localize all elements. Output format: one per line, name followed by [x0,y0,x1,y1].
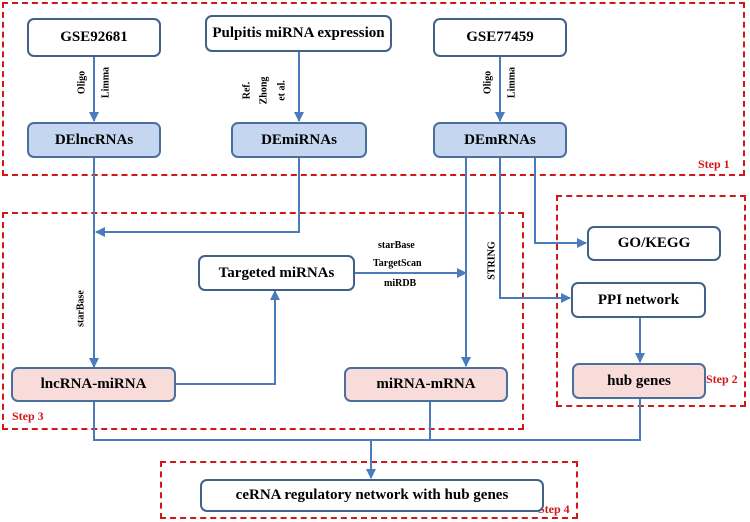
label-limma-left: Limma [100,66,112,99]
step1-label: Step 1 [698,157,730,171]
step3-label: Step 3 [12,409,44,423]
label-oligo-left: Oligo [76,70,88,95]
step2-label: Step 2 [706,372,738,386]
label-string: STRING [486,241,498,280]
label-starbase: starBase [378,240,415,251]
step4-frame [160,461,578,519]
label-starbase-left: starBase [75,290,87,327]
label-zhong: Zhong [258,76,270,105]
node-pulpitis-mirna-expression: Pulpitis miRNA expression [205,15,392,52]
arrow-lncrna-to-targeted [176,290,280,385]
arrow-demrnas-gokegg [534,156,587,248]
node-demirnas: DEmiRNAs [231,122,367,158]
line-lncrna-to-bottom [93,399,641,441]
node-gse77459: GSE77459 [433,18,567,57]
label-oligo-right: Oligo [482,70,494,95]
label-et-al: et al. [276,80,288,101]
node-mirna-mrna: miRNA-mRNA [344,367,508,402]
step1-frame [2,2,745,176]
label-ref: Ref. [241,81,253,100]
step2-frame [556,195,746,407]
node-delncrnas: DElncRNAs [27,122,161,158]
node-go-kegg: GO/KEGG [587,226,721,261]
label-mirdb: miRDB [384,278,417,289]
label-targetscan: TargetScan [373,258,422,269]
node-hub-genes: hub genes [572,363,706,399]
node-gse92681: GSE92681 [27,18,161,57]
node-demrnas: DEmRNAs [433,122,567,158]
arrow-demirnas-merge [95,156,300,237]
arrow-demrnas-ppi [499,156,571,303]
node-cerna-network: ceRNA regulatory network with hub genes [200,479,544,512]
node-ppi-network: PPI network [571,282,706,318]
node-targeted-mirnas: Targeted miRNAs [198,255,355,291]
node-lncrna-mirna: lncRNA-miRNA [11,367,176,402]
step4-label: Step 4 [538,502,570,516]
step3-frame [2,212,524,430]
label-limma-right: Limma [506,66,518,99]
